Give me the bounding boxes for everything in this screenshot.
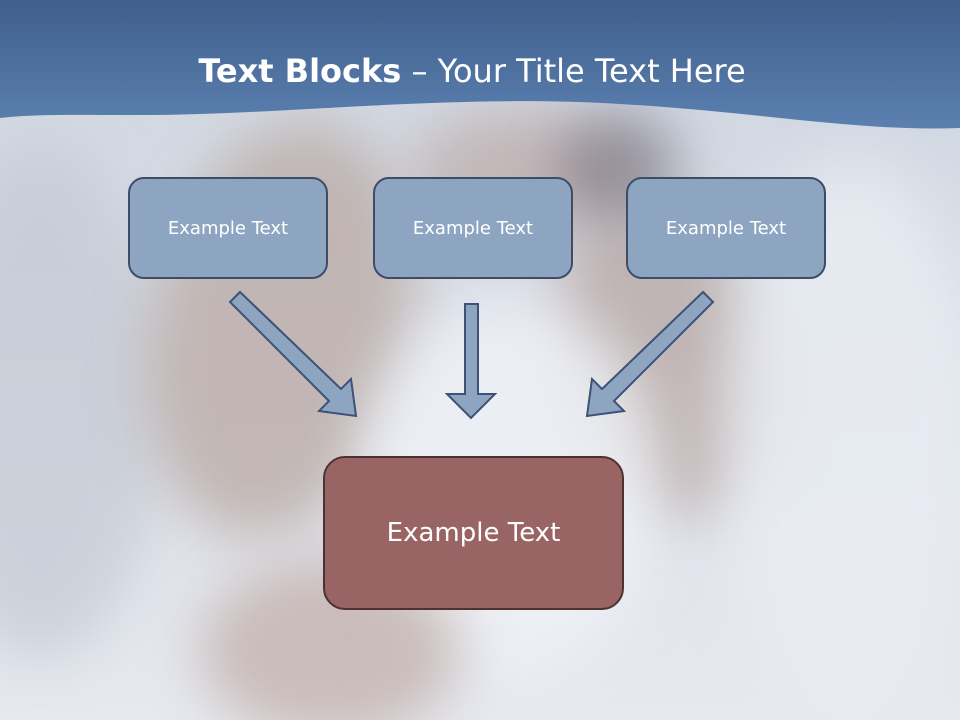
top-block-left: Example Text: [128, 177, 328, 279]
top-block-right-label: Example Text: [665, 217, 787, 239]
title-separator: –: [401, 52, 438, 90]
top-block-right: Example Text: [626, 177, 826, 279]
top-block-center: Example Text: [373, 177, 573, 279]
bottom-block-label: Example Text: [386, 518, 561, 548]
title-text: Your Title Text Here: [437, 52, 746, 90]
arrow-right-diagonal: [585, 290, 715, 418]
title-bold: Text Blocks: [198, 52, 402, 90]
bottom-block: Example Text: [323, 456, 624, 610]
arrow-center-down: [444, 303, 498, 420]
arrow-left-diagonal: [228, 290, 358, 418]
header-band: [0, 0, 960, 129]
slide-title: Text Blocks – Your Title Text Here: [0, 52, 944, 90]
top-block-center-label: Example Text: [412, 217, 534, 239]
top-block-left-label: Example Text: [167, 217, 289, 239]
